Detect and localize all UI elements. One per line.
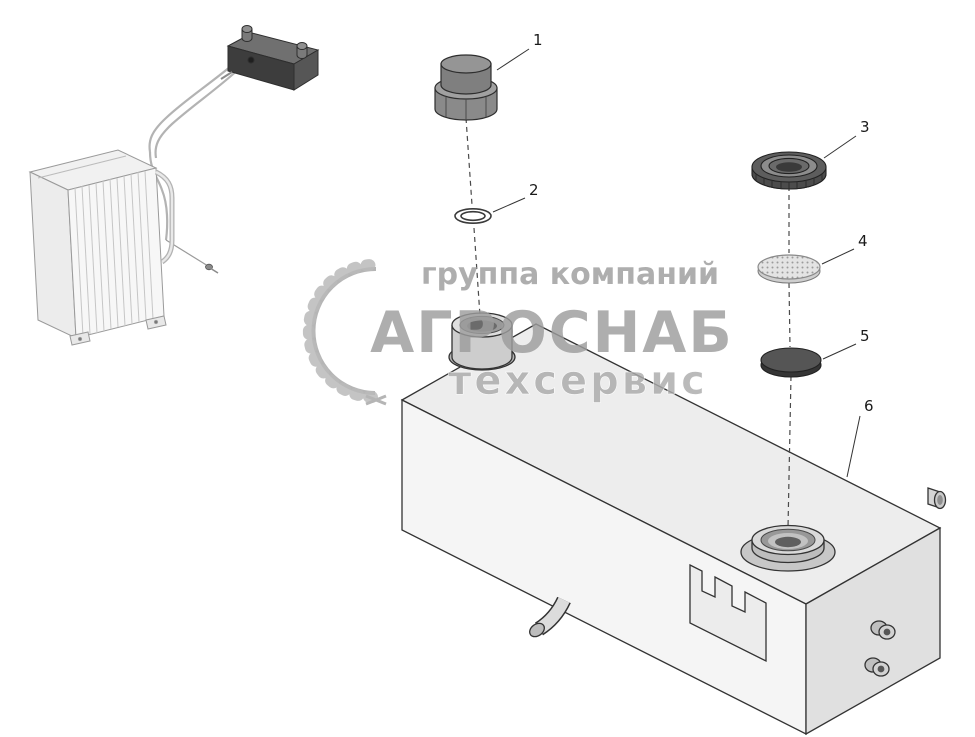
watermark-line-3: техсервис: [448, 358, 708, 404]
foot-bolt-right: [153, 319, 159, 325]
watermark: группа компаний АГРОСНАБ техсервис: [302, 257, 734, 406]
axis-disc-to-opening: [787, 375, 792, 529]
watermark-wreath: [302, 258, 387, 406]
callout-3-leader: [823, 135, 857, 159]
axis-oring-to-neck: [473, 227, 481, 317]
tank-part-6: [400, 312, 947, 736]
callout-6-number: 6: [864, 397, 874, 415]
top-stub-hole: [937, 495, 943, 505]
opening-hole: [775, 536, 801, 548]
callouts: 1 2 3 4 5 6: [492, 31, 874, 478]
fitting-1-hole: [883, 628, 891, 636]
valve-block: [220, 25, 320, 91]
radiator-header-line: [37, 155, 127, 179]
callout-3-number: 3: [860, 118, 870, 136]
cover-disc-part-5: [760, 347, 822, 378]
callout-4-leader: [821, 248, 855, 265]
callout-5: 5: [822, 327, 870, 360]
callout-2-number: 2: [529, 181, 539, 199]
overflow-tube-inner: [155, 170, 174, 263]
lock-nut-part-3: [751, 151, 827, 190]
tank-bracket: [689, 563, 767, 663]
radiator-assembly: [28, 25, 320, 346]
fitting-2-hole: [877, 665, 885, 673]
watermark-line-2: АГРОСНАБ: [370, 300, 734, 366]
side-fittings: [864, 487, 947, 677]
radiator-core-fins: [74, 170, 154, 337]
strainer-part-4: [757, 254, 821, 284]
tank-filler-neck: [448, 312, 516, 371]
callout-5-number: 5: [860, 327, 870, 345]
drain-tube: [529, 596, 571, 638]
center-dashed-lines: [465, 117, 792, 529]
callout-6: 6: [846, 397, 874, 478]
callout-2-leader: [492, 197, 526, 213]
callout-4-number: 4: [858, 232, 868, 250]
filler-cap-part-1: [434, 54, 498, 121]
callout-5-leader: [822, 343, 857, 360]
tank-flanged-opening: [740, 524, 836, 572]
callout-1-number: 1: [533, 31, 543, 49]
wreath-leaves: [302, 258, 384, 403]
callout-2: 2: [492, 181, 539, 213]
nut-knurling: [755, 174, 823, 189]
wreath-stem-2: [365, 394, 387, 406]
strainer-mesh: [757, 254, 821, 280]
callout-4: 4: [821, 232, 868, 265]
valve-block-end: [293, 49, 319, 91]
valve-port-1: [241, 25, 253, 33]
valve-port-2: [296, 42, 308, 50]
valve-lower-fitting: [220, 71, 233, 80]
valve-front-port: [247, 56, 255, 64]
axis-screen-to-disc: [788, 282, 791, 348]
callout-1-leader: [496, 48, 530, 71]
watermark-line-1: группа компаний: [421, 257, 719, 292]
callout-6-leader: [846, 415, 861, 478]
drain-tube-end: [529, 622, 545, 638]
line-fitting-stub: [209, 267, 219, 274]
callout-3: 3: [823, 118, 870, 159]
o-ring-part-2: [454, 208, 492, 225]
hoses: [148, 61, 241, 241]
axis-cap-to-oring: [465, 117, 473, 206]
radiator: [28, 149, 167, 346]
disc-top: [760, 347, 822, 373]
foot-bolt-left: [77, 336, 83, 342]
o-ring-inner: [460, 210, 486, 222]
cap-top: [440, 54, 492, 74]
nut-bore-dark: [776, 162, 802, 172]
callout-1: 1: [496, 31, 543, 71]
neck-hole: [467, 320, 497, 332]
